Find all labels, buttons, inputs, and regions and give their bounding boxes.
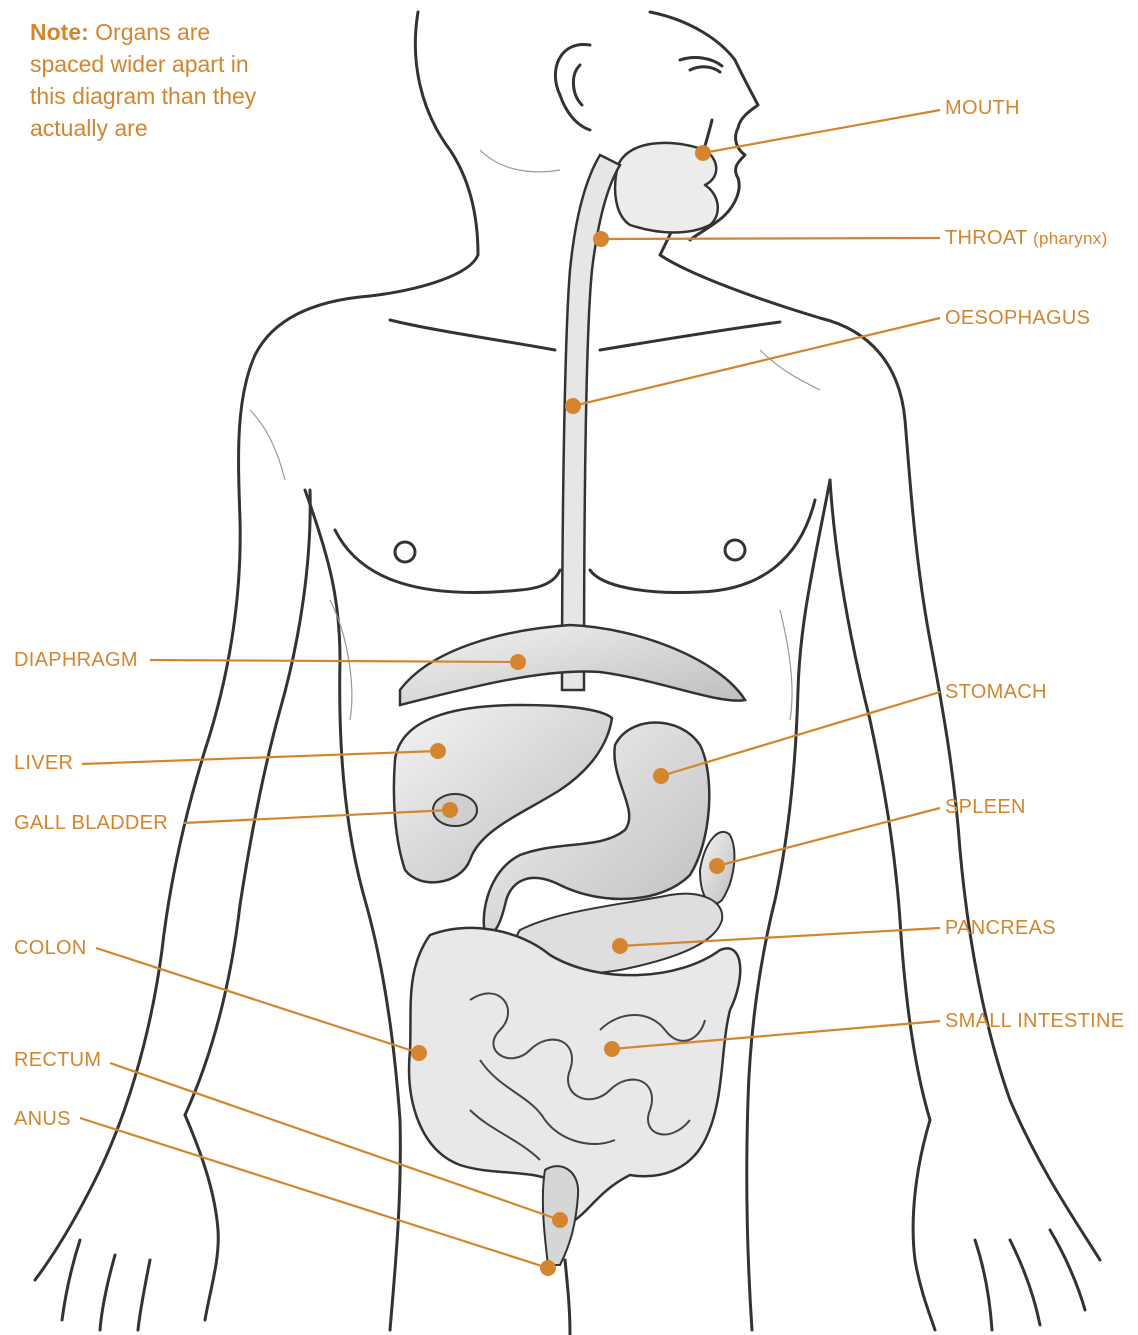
diaphragm-dot [510,654,526,670]
label-liver: LIVER [14,752,73,774]
throat-dot [593,231,609,247]
label-stomach: STOMACH [945,681,1047,703]
label-pancreas: PANCREAS [945,917,1056,939]
stomach-dot [653,768,669,784]
label-throat: THROAT (pharynx) [945,227,1108,250]
colon-dot [411,1045,427,1061]
pancreas-dot [612,938,628,954]
mouth-dot [695,145,711,161]
small-intestine-dot [604,1041,620,1057]
label-diaphragm: DIAPHRAGM [14,649,138,671]
label-colon: COLON [14,937,87,959]
label-spleen: SPLEEN [945,796,1026,818]
label-throat-text: THROAT [945,227,1027,249]
diaphragm-shape [400,625,745,705]
liver-leader [82,751,438,764]
diagram-note: Note: Organs are spaced wider apart in t… [30,16,280,144]
label-anus: ANUS [14,1108,71,1130]
stomach-leader [661,692,940,776]
throat-leader [601,238,940,239]
label-mouth: MOUTH [945,97,1020,119]
mouth-leader [703,110,940,153]
spleen-dot [709,858,725,874]
label-throat-suffix: (pharynx) [1033,229,1108,248]
oesophagus-dot [565,398,581,414]
note-prefix: Note: [30,19,89,45]
label-gall-bladder: GALL BLADDER [14,812,168,834]
anus-dot [540,1260,556,1276]
label-rectum: RECTUM [14,1049,101,1071]
label-small-intestine: SMALL INTESTINE [945,1010,1124,1032]
oesophagus-tube [562,155,620,690]
label-oesophagus: OESOPHAGUS [945,307,1090,329]
liver-dot [430,743,446,759]
spleen-leader [717,808,940,866]
rectum-dot [552,1212,568,1228]
gall-bladder-dot [442,802,458,818]
